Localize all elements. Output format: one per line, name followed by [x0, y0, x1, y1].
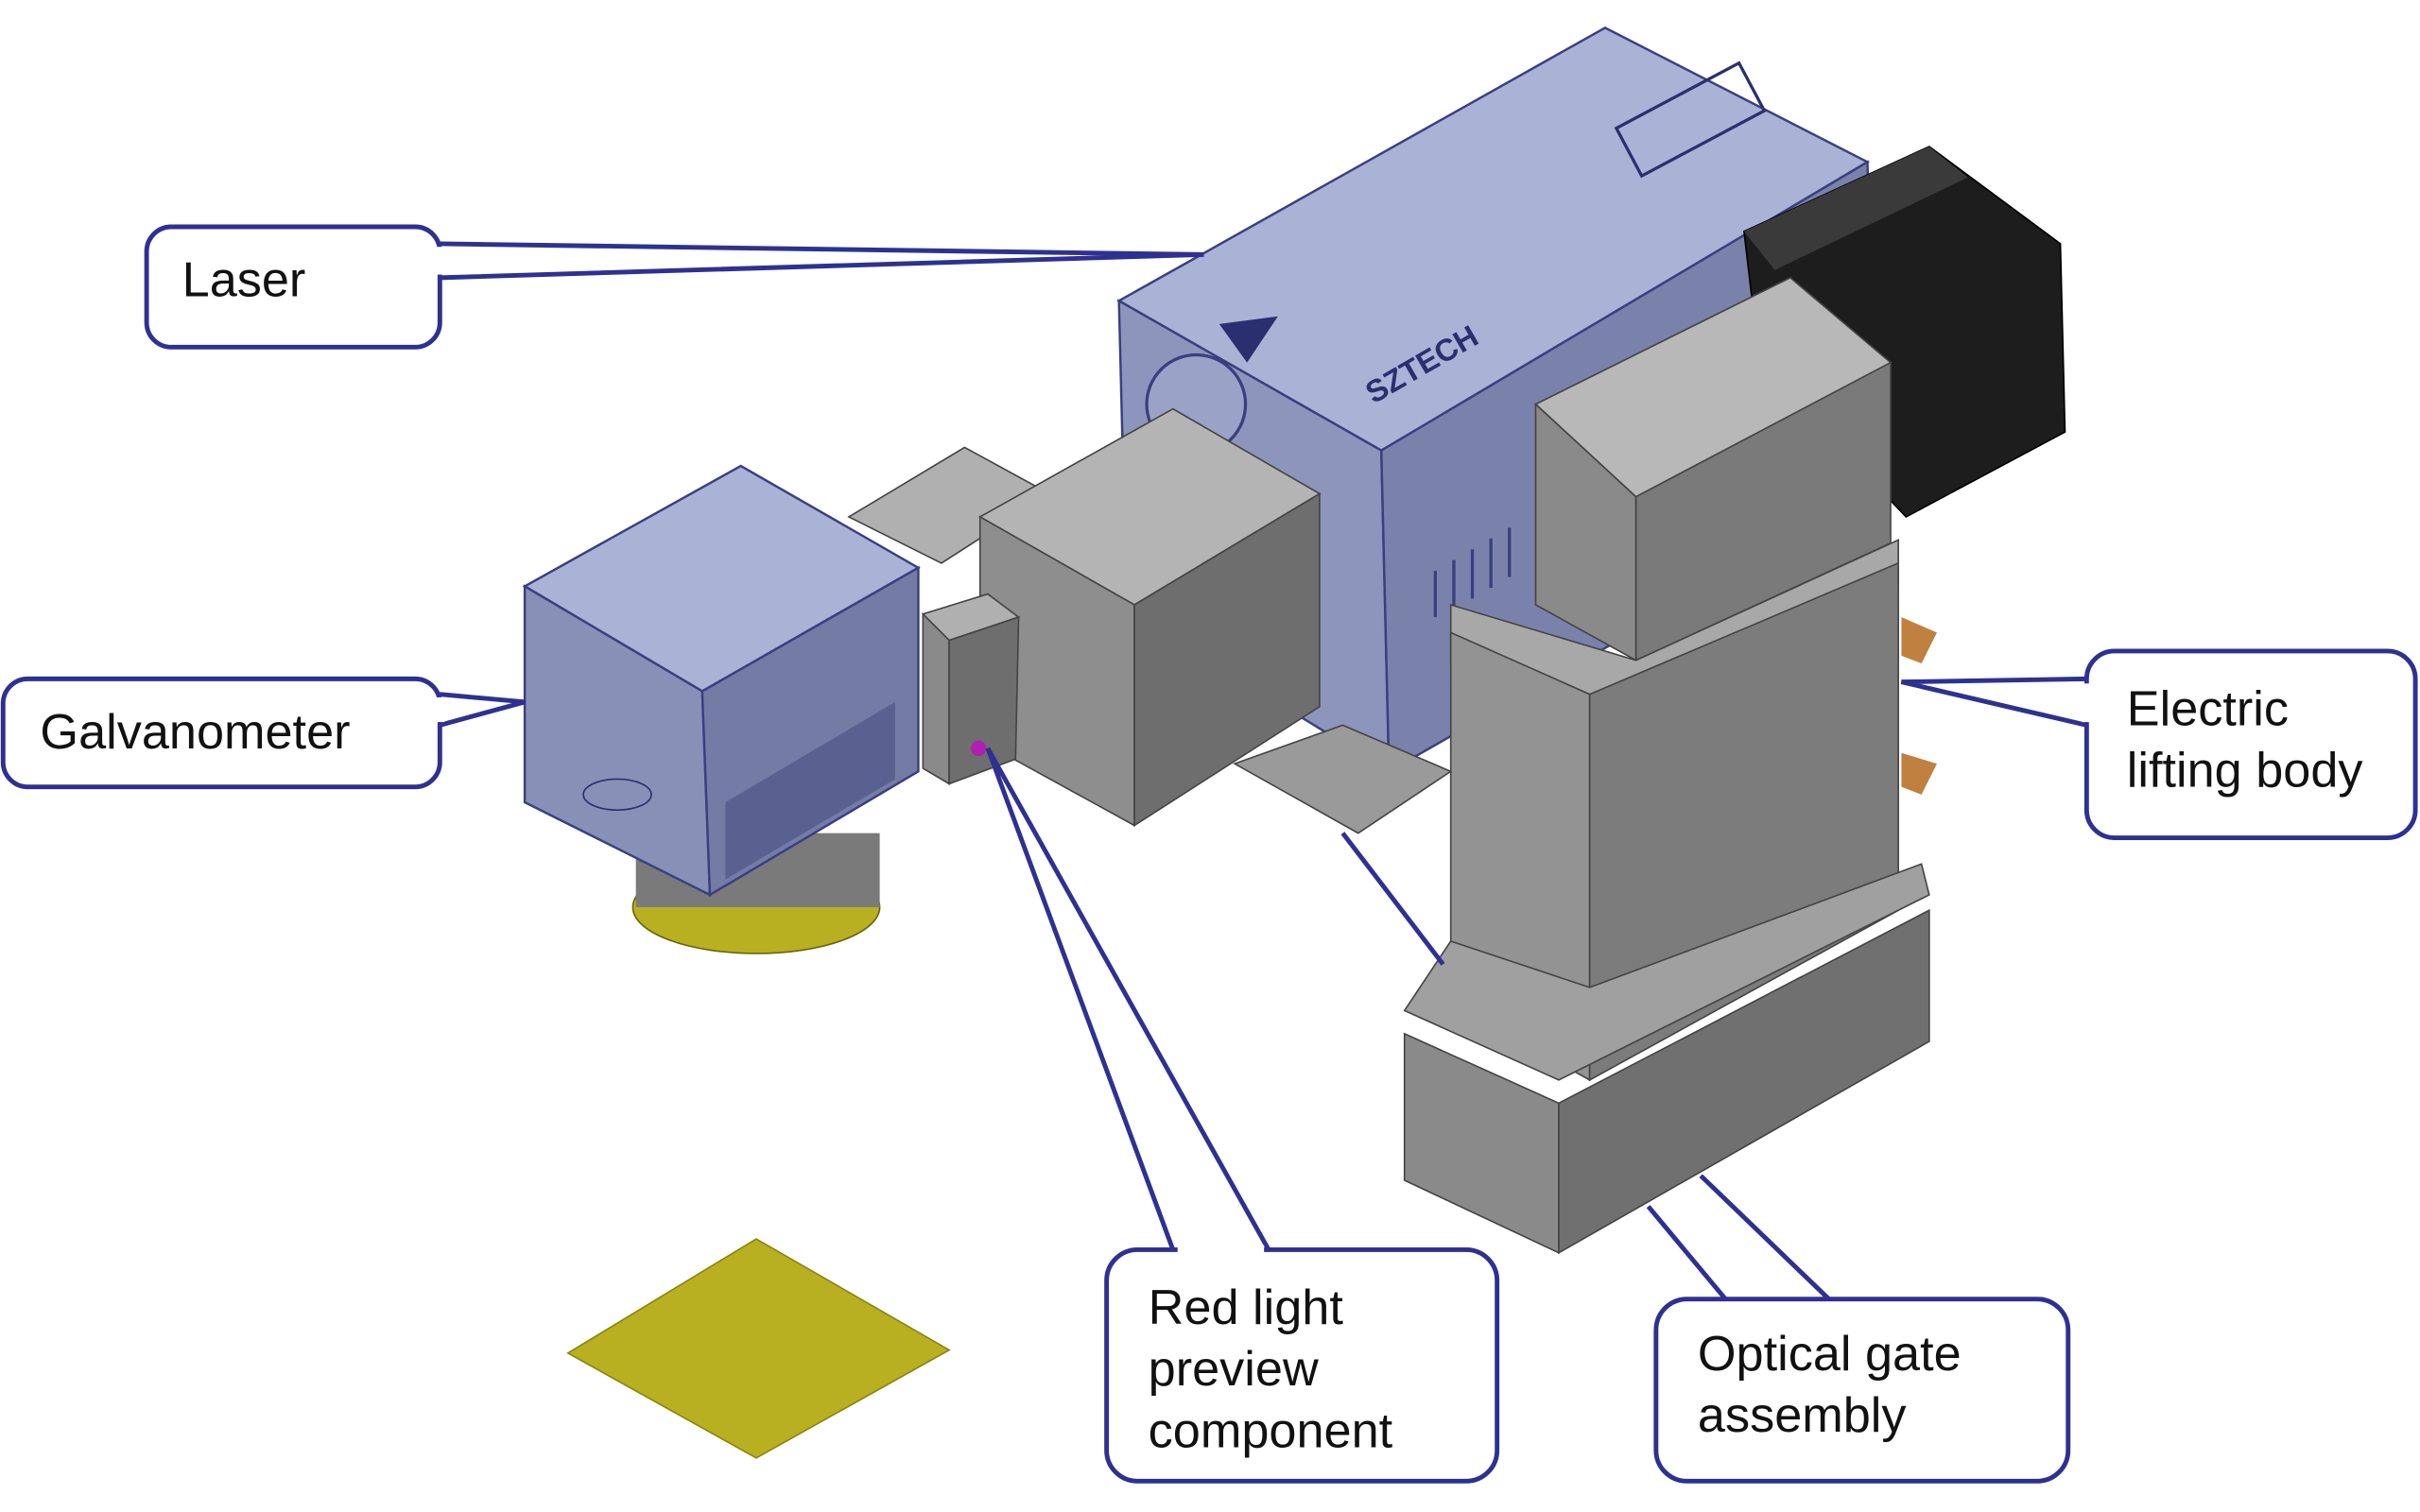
red-light-component	[921, 593, 1021, 785]
callout-galvanometer: Galvanometer	[0, 676, 526, 790]
callout-label: Optical gate	[1698, 1327, 1962, 1382]
callout-label: lifting body	[2127, 744, 2364, 799]
callout-label: assembly	[1698, 1388, 1908, 1443]
callout-electric-lifting-body: Electric lifting body	[1900, 648, 2418, 840]
optical-gate-box	[847, 407, 1322, 827]
galvanometer	[522, 464, 921, 954]
base-block	[1403, 863, 1930, 1255]
callout-optical-gate: Optical gate assembly	[1340, 832, 2071, 1484]
callout-laser: Laser	[144, 224, 1204, 350]
work-piece	[566, 1238, 951, 1459]
callout-label: Red light	[1149, 1280, 1344, 1335]
callout-label: Galvanometer	[40, 705, 350, 760]
callout-label: component	[1149, 1403, 1393, 1458]
callout-red-light-preview: Red light preview component	[985, 747, 1500, 1484]
callout-label: preview	[1149, 1342, 1319, 1397]
callout-label: Laser	[182, 252, 306, 307]
callout-label: Electric	[2127, 681, 2289, 736]
electric-lifting-body	[1449, 276, 1937, 1082]
